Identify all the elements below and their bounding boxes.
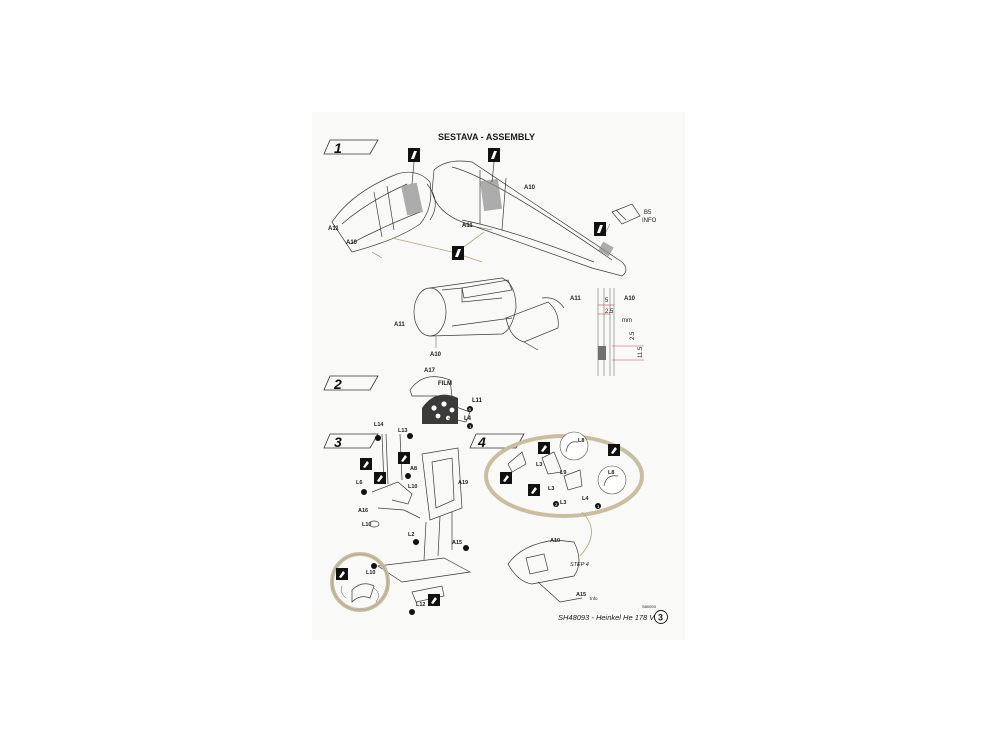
label-a10: A10 (550, 538, 560, 544)
label-a11: A11 (570, 296, 581, 302)
number-1: 1 (469, 424, 472, 429)
dim-2-5-side: 2.5 (630, 331, 636, 340)
step-2: 2 A17 FILM L11 6 L4 1 (323, 368, 483, 429)
rotate-arrow-icon (341, 585, 347, 599)
dim-5: 5 (605, 298, 609, 304)
fuselage-center (431, 160, 627, 277)
label-b5: B5 (644, 210, 652, 216)
label-film: FILM (438, 381, 452, 387)
sheet-title: SESTAVA - ASSEMBLY (438, 132, 535, 142)
page-number: 3 (658, 613, 663, 623)
label-l3: L3 (548, 486, 554, 492)
label-l2: L2 (408, 532, 414, 538)
bend-icon (538, 442, 550, 454)
seat (421, 447, 463, 561)
hatched-panel (479, 178, 503, 212)
label-l8: L8 (578, 438, 584, 444)
label-info: Info (590, 596, 598, 601)
label-a10: A10 (624, 296, 636, 302)
cut-icon (336, 568, 348, 580)
label-l11: L11 (472, 398, 483, 404)
label-l10: L10 (362, 522, 371, 528)
rotate-detail (597, 465, 627, 495)
label-a15: A15 (576, 592, 586, 598)
label-l13: L13 (398, 428, 407, 434)
fuselage-section-lower (413, 277, 517, 348)
unit-mm: mm (622, 318, 632, 324)
label-l14: L14 (374, 422, 384, 428)
assembly-drawing: SESTAVA - ASSEMBLY 1 A11 A10 (323, 132, 668, 624)
label-l10: L10 (366, 570, 375, 576)
dimension-detail: A11 A10 5 2.5 mm 2.5 11.5 (570, 288, 644, 376)
hatched-panel (401, 182, 423, 216)
bend-icon (528, 484, 540, 496)
instruction-sheet: SESTAVA - ASSEMBLY 1 A11 A10 (312, 112, 685, 640)
bend-icon (488, 148, 500, 162)
label-l3: L3 (560, 500, 566, 506)
step-2-number: 2 (333, 376, 342, 392)
bend-icon (594, 222, 606, 236)
page-number-badge (654, 610, 668, 624)
hatched-panel (598, 346, 606, 360)
step-3: 3 L14 L13 A8 L6 L10 (323, 422, 472, 615)
bend-icon (360, 458, 372, 470)
label-a15: A15 (452, 540, 462, 546)
label-a10: A10 (346, 240, 358, 246)
step-3-number: 3 (334, 434, 342, 450)
label-a11: A11 (394, 322, 405, 328)
step-1: 1 A11 A10 A10 (323, 139, 657, 376)
label-l10: L10 (408, 484, 417, 490)
label-a16: A16 (358, 508, 368, 514)
step-1-number: 1 (334, 140, 342, 156)
label-l4: L4 (464, 416, 472, 422)
label-a11: A11 (328, 226, 339, 232)
number-1: 1 (597, 504, 600, 509)
bend-icon (452, 246, 464, 260)
fuselage-front-left (331, 171, 436, 259)
dim-11-5: 11.5 (638, 346, 644, 358)
label-l4: L4 (582, 496, 589, 502)
number-2: 2 (555, 502, 558, 507)
footer-code: SH48093 - Heinkel He 178 V2 (558, 613, 659, 622)
small-code: S80093 (642, 604, 657, 609)
insert-part (505, 297, 565, 351)
hatched-panel (598, 241, 614, 257)
label-l6: L6 (356, 480, 362, 486)
label-l12: L12 (416, 602, 425, 608)
number-6: 6 (469, 407, 472, 412)
bend-icon (398, 452, 410, 464)
rotate-arrow-icon (565, 441, 579, 453)
bend-icon (374, 472, 386, 484)
bend-icon (608, 444, 620, 456)
label-a11: A11 (462, 223, 473, 229)
detail-circle (330, 552, 390, 612)
label-a10: A10 (524, 185, 536, 191)
label-info: INFO (642, 218, 657, 224)
rotate-detail (559, 431, 589, 461)
label-a19: A19 (458, 480, 468, 486)
step-4: 4 L8 L8 L3 L9 L3 L3 L4 (469, 431, 644, 603)
label-a10: A10 (430, 352, 442, 358)
label-l8: L8 (608, 470, 614, 476)
fuselage-cutaway (507, 539, 583, 603)
part-b5 (605, 203, 641, 233)
step-4-number: 4 (477, 434, 486, 450)
bend-icon (500, 472, 512, 484)
label-a8: A8 (410, 466, 417, 472)
label-l3: L3 (536, 462, 542, 468)
dim-2-5: 2.5 (605, 309, 614, 315)
label-step-ref: STEP 4 (570, 562, 589, 568)
bend-icon (408, 148, 420, 162)
bend-icon (428, 594, 440, 606)
label-a17: A17 (424, 368, 436, 374)
label-l9: L9 (560, 470, 566, 476)
rotate-arrow-icon (603, 475, 619, 487)
instrument-panel (409, 376, 471, 424)
